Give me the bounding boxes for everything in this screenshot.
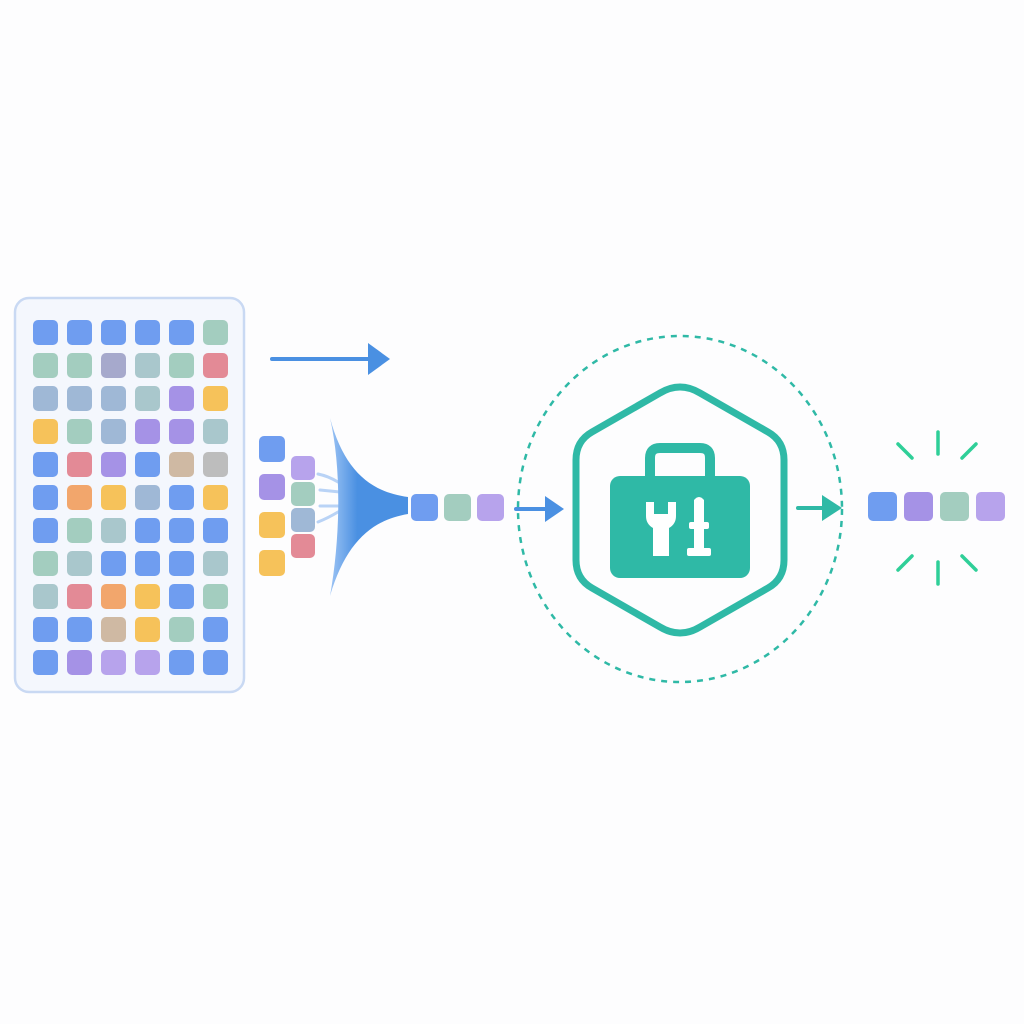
wrench-icon	[646, 502, 676, 556]
funnel-input-token	[259, 512, 285, 538]
compressed-token	[411, 494, 438, 521]
toolbox-icon	[610, 443, 750, 578]
toolkit-output-arrow	[796, 495, 842, 521]
toolkit-input-arrow	[514, 496, 564, 522]
token-cell	[169, 584, 194, 609]
token-cell	[101, 485, 126, 510]
token-cell	[101, 353, 126, 378]
token-cell	[203, 419, 228, 444]
token-cell	[67, 650, 92, 675]
token-cell	[169, 650, 194, 675]
token-cell	[33, 419, 58, 444]
sparkle-burst-icon	[896, 430, 978, 586]
token-cell	[33, 617, 58, 642]
funnel-input-token	[291, 508, 315, 532]
token-cell	[203, 650, 228, 675]
output-token-sequence	[868, 492, 1005, 521]
token-cell	[33, 518, 58, 543]
token-cell	[101, 419, 126, 444]
token-cell	[135, 452, 160, 477]
token-grid-panel	[13, 296, 246, 694]
token-cell	[203, 485, 228, 510]
token-cell	[203, 320, 228, 345]
token-cell	[135, 419, 160, 444]
token-cell	[67, 551, 92, 576]
token-cell	[135, 584, 160, 609]
token-cell	[33, 320, 58, 345]
output-token	[940, 492, 969, 521]
token-cell	[67, 617, 92, 642]
token-cell	[169, 551, 194, 576]
token-cell	[203, 584, 228, 609]
token-cell	[169, 485, 194, 510]
token-cell	[203, 386, 228, 411]
token-cell	[101, 452, 126, 477]
token-cell	[33, 584, 58, 609]
toolkit-hexagon	[572, 383, 788, 637]
funnel-input-token	[291, 534, 315, 558]
token-cell	[135, 485, 160, 510]
funnel-icon	[330, 418, 408, 596]
token-cell	[169, 452, 194, 477]
token-cell	[101, 584, 126, 609]
token-cell	[67, 353, 92, 378]
funnel-input-token	[291, 482, 315, 506]
output-token	[904, 492, 933, 521]
token-cell	[33, 650, 58, 675]
token-cell	[67, 584, 92, 609]
screwdriver-icon	[687, 497, 711, 556]
funnel-input-token	[259, 474, 285, 500]
token-cell	[135, 353, 160, 378]
token-cell	[33, 551, 58, 576]
token-cell	[135, 518, 160, 543]
token-cell	[169, 518, 194, 543]
token-cell	[101, 617, 126, 642]
token-cell	[203, 452, 228, 477]
toolkit-module	[516, 334, 844, 684]
token-cell	[33, 452, 58, 477]
output-token	[868, 492, 897, 521]
token-cell	[33, 485, 58, 510]
token-cell	[169, 419, 194, 444]
token-cell	[67, 485, 92, 510]
token-cell	[67, 386, 92, 411]
funnel-input-token	[259, 436, 285, 462]
token-cell	[101, 551, 126, 576]
token-cell	[203, 617, 228, 642]
token-cell	[135, 320, 160, 345]
token-cell	[135, 386, 160, 411]
top-flow-arrow	[270, 343, 390, 375]
token-cell	[169, 320, 194, 345]
compressed-token	[444, 494, 471, 521]
funnel-input-tokens	[259, 436, 315, 576]
token-cell	[33, 353, 58, 378]
token-cell	[135, 617, 160, 642]
token-cell	[67, 518, 92, 543]
compressed-token	[477, 494, 504, 521]
token-cell	[101, 518, 126, 543]
motion-streaks	[316, 472, 342, 524]
token-cell	[135, 650, 160, 675]
token-cell	[169, 353, 194, 378]
token-cell	[203, 518, 228, 543]
token-cell	[101, 650, 126, 675]
toolkit-dashed-ring	[516, 334, 844, 684]
token-cell	[135, 551, 160, 576]
compressed-token-sequence	[411, 494, 504, 521]
token-cell	[169, 617, 194, 642]
funnel-input-token	[259, 550, 285, 576]
token-cell	[33, 386, 58, 411]
token-cell	[67, 320, 92, 345]
funnel-input-token	[291, 456, 315, 480]
token-grid	[33, 320, 228, 675]
token-cell	[169, 386, 194, 411]
token-cell	[67, 452, 92, 477]
token-cell	[101, 320, 126, 345]
token-cell	[203, 353, 228, 378]
token-cell	[67, 419, 92, 444]
output-token	[976, 492, 1005, 521]
token-cell	[101, 386, 126, 411]
token-cell	[203, 551, 228, 576]
